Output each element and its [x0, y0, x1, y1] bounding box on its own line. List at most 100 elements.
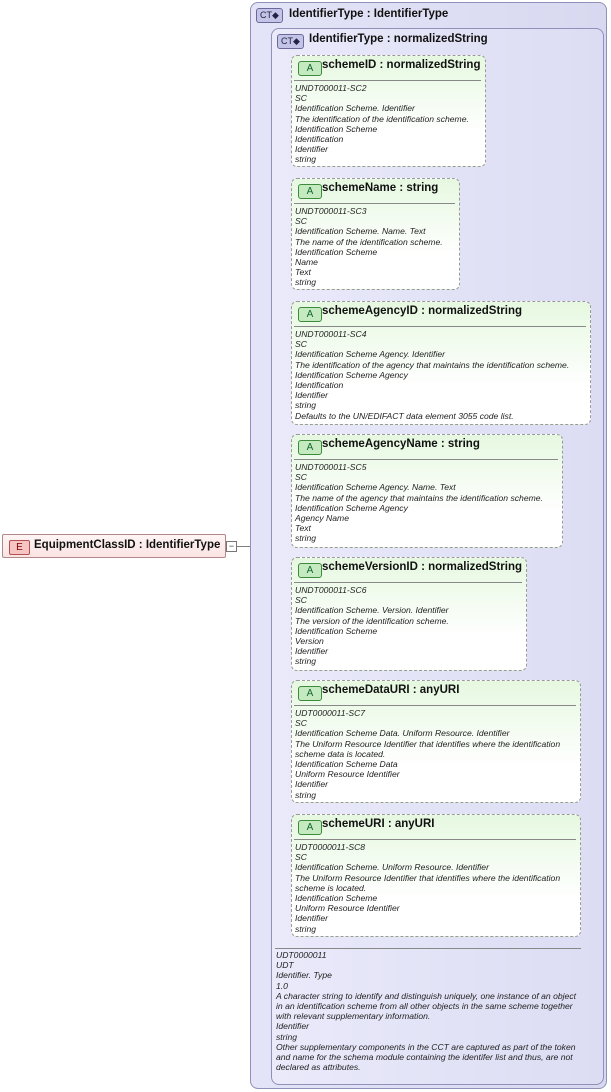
note-line: The identification of the agency that ma…: [295, 359, 570, 370]
note-line: Identification Scheme Data. Uniform Reso…: [295, 728, 510, 739]
note-line: Identification Scheme. Uniform Resource.…: [295, 862, 489, 873]
note-line: Identification Scheme. Name. Text: [295, 226, 426, 237]
attribute-scheme-agency-name[interactable]: A schemeAgencyName : string UNDT000011-S…: [291, 434, 563, 548]
note-line: UNDT000011-SC4: [295, 329, 367, 339]
note-line: Identification Scheme. Version. Identifi…: [295, 605, 449, 616]
attribute-notes: UNDT000011-SC6 SC Identification Scheme.…: [295, 585, 523, 667]
element-badge: E: [9, 540, 30, 555]
note-line: Identification Scheme Agency. Identifier: [295, 349, 445, 360]
note-line: Text: [295, 523, 311, 534]
divider: [294, 459, 558, 460]
attribute-icon: A: [298, 184, 322, 199]
note-line: The identification of the identification…: [295, 113, 469, 124]
note-line: Identification: [295, 380, 344, 391]
divider: [294, 582, 522, 583]
divider: [294, 839, 576, 840]
note-line: UNDT000011-SC3: [295, 206, 367, 216]
note-line: The Uniform Resource Identifier that ide…: [295, 738, 561, 759]
note-line: 1.0: [276, 980, 288, 991]
note-line: Text: [295, 267, 311, 278]
note-line: The version of the identification scheme…: [295, 615, 449, 626]
note-line: Identifier. Type: [276, 970, 332, 981]
attribute-title: schemeVersionID : normalizedString: [322, 561, 523, 573]
attribute-scheme-id[interactable]: A schemeID : normalizedString UNDT000011…: [291, 55, 486, 167]
attribute-title: schemeURI : anyURI: [322, 818, 435, 830]
note-line: UDT0000011-SC7: [295, 708, 366, 718]
note-line: Identifier: [295, 390, 328, 401]
note-line: Identifier: [276, 1021, 309, 1032]
note-line: string: [276, 1031, 298, 1042]
attribute-icon: A: [298, 307, 322, 322]
connector-element-to-type: [236, 546, 250, 547]
attribute-notes: UNDT000011-SC5 SC Identification Scheme …: [295, 462, 559, 544]
note-line: string: [295, 277, 317, 288]
attribute-icon: A: [298, 61, 322, 76]
note-line: Version: [295, 636, 324, 647]
attribute-title: schemeDataURI : anyURI: [322, 684, 460, 696]
attribute-scheme-version-id[interactable]: A schemeVersionID : normalizedString UND…: [291, 557, 527, 671]
attribute-icon: A: [298, 820, 322, 835]
note-line: SC: [295, 339, 307, 350]
note-line: Identification Scheme. Identifier: [295, 103, 415, 114]
note-line: Identification Scheme Data: [295, 759, 398, 770]
note-line: UNDT000011-SC5: [295, 462, 367, 472]
note-line: SC: [295, 216, 307, 227]
complex-type-icon: CT◆: [277, 34, 304, 49]
attribute-scheme-data-uri[interactable]: A schemeDataURI : anyURI UDT0000011-SC7 …: [291, 680, 581, 803]
note-line: Identification Scheme Agency. Name. Text: [295, 482, 456, 493]
attribute-title: schemeAgencyName : string: [322, 438, 480, 450]
note-line: Defaults to the UN/EDIFACT data element …: [295, 410, 514, 421]
collapse-icon[interactable]: −: [226, 541, 237, 552]
complex-type-inner-title: IdentifierType : normalizedString: [309, 33, 488, 45]
note-line: Uniform Resource Identifier: [295, 903, 400, 914]
note-line: string: [295, 923, 317, 934]
divider: [294, 203, 455, 204]
complex-type-icon: CT◆: [256, 8, 283, 23]
note-line: string: [295, 789, 317, 800]
note-line: Identifier: [295, 913, 328, 924]
note-line: Identification Scheme: [295, 123, 378, 134]
note-line: SC: [295, 472, 307, 483]
note-line: A character string to identify and disti…: [276, 990, 577, 1022]
attribute-notes: UNDT000011-SC2 SC Identification Scheme.…: [295, 83, 482, 165]
attribute-icon: A: [298, 440, 322, 455]
note-line: The Uniform Resource Identifier that ide…: [295, 872, 561, 893]
note-line: Identification Scheme: [295, 893, 378, 904]
note-line: string: [295, 656, 317, 667]
note-line: Agency Name: [295, 513, 349, 524]
note-line: UNDT000011-SC6: [295, 585, 367, 595]
attribute-scheme-uri[interactable]: A schemeURI : anyURI UDT0000011-SC8 SC I…: [291, 814, 581, 937]
attribute-notes: UNDT000011-SC4 SC Identification Scheme …: [295, 329, 587, 421]
divider: [275, 948, 581, 949]
attribute-title: schemeAgencyID : normalizedString: [322, 305, 523, 317]
divider: [294, 80, 481, 81]
note-line: Identification Scheme: [295, 625, 378, 636]
element-equipment-class-id[interactable]: E EquipmentClassID : IdentifierType −: [2, 534, 237, 558]
note-line: UDT0000011-SC8: [295, 842, 366, 852]
note-line: Identification Scheme Agency: [295, 369, 408, 380]
note-line: UNDT000011-SC2: [295, 83, 367, 93]
attribute-scheme-name[interactable]: A schemeName : string UNDT000011-SC3 SC …: [291, 178, 460, 290]
attribute-title: schemeID : normalizedString: [322, 59, 481, 71]
note-line: SC: [295, 595, 307, 606]
note-line: SC: [295, 718, 307, 729]
type-notes: UDT0000011 UDT Identifier. Type 1.0 A ch…: [276, 950, 576, 1072]
note-line: Identifier: [295, 144, 328, 155]
note-line: string: [295, 533, 317, 544]
note-line: Uniform Resource Identifier: [295, 769, 400, 780]
note-line: UDT0000011: [276, 950, 327, 960]
note-line: Identification: [295, 134, 344, 145]
attribute-title: schemeName : string: [322, 182, 439, 194]
attribute-scheme-agency-id[interactable]: A schemeAgencyID : normalizedString UNDT…: [291, 301, 591, 425]
attribute-notes: UDT0000011-SC8 SC Identification Scheme.…: [295, 842, 577, 934]
divider: [294, 705, 576, 706]
attribute-notes: UDT0000011-SC7 SC Identification Scheme …: [295, 708, 577, 800]
attribute-icon: A: [298, 563, 322, 578]
note-line: The name of the agency that maintains th…: [295, 492, 543, 503]
note-line: Identifier: [295, 646, 328, 657]
note-line: SC: [295, 852, 307, 863]
note-line: string: [295, 154, 317, 165]
note-line: UDT: [276, 960, 294, 971]
note-line: Other supplementary components in the CC…: [276, 1041, 576, 1073]
note-line: Name: [295, 257, 318, 268]
